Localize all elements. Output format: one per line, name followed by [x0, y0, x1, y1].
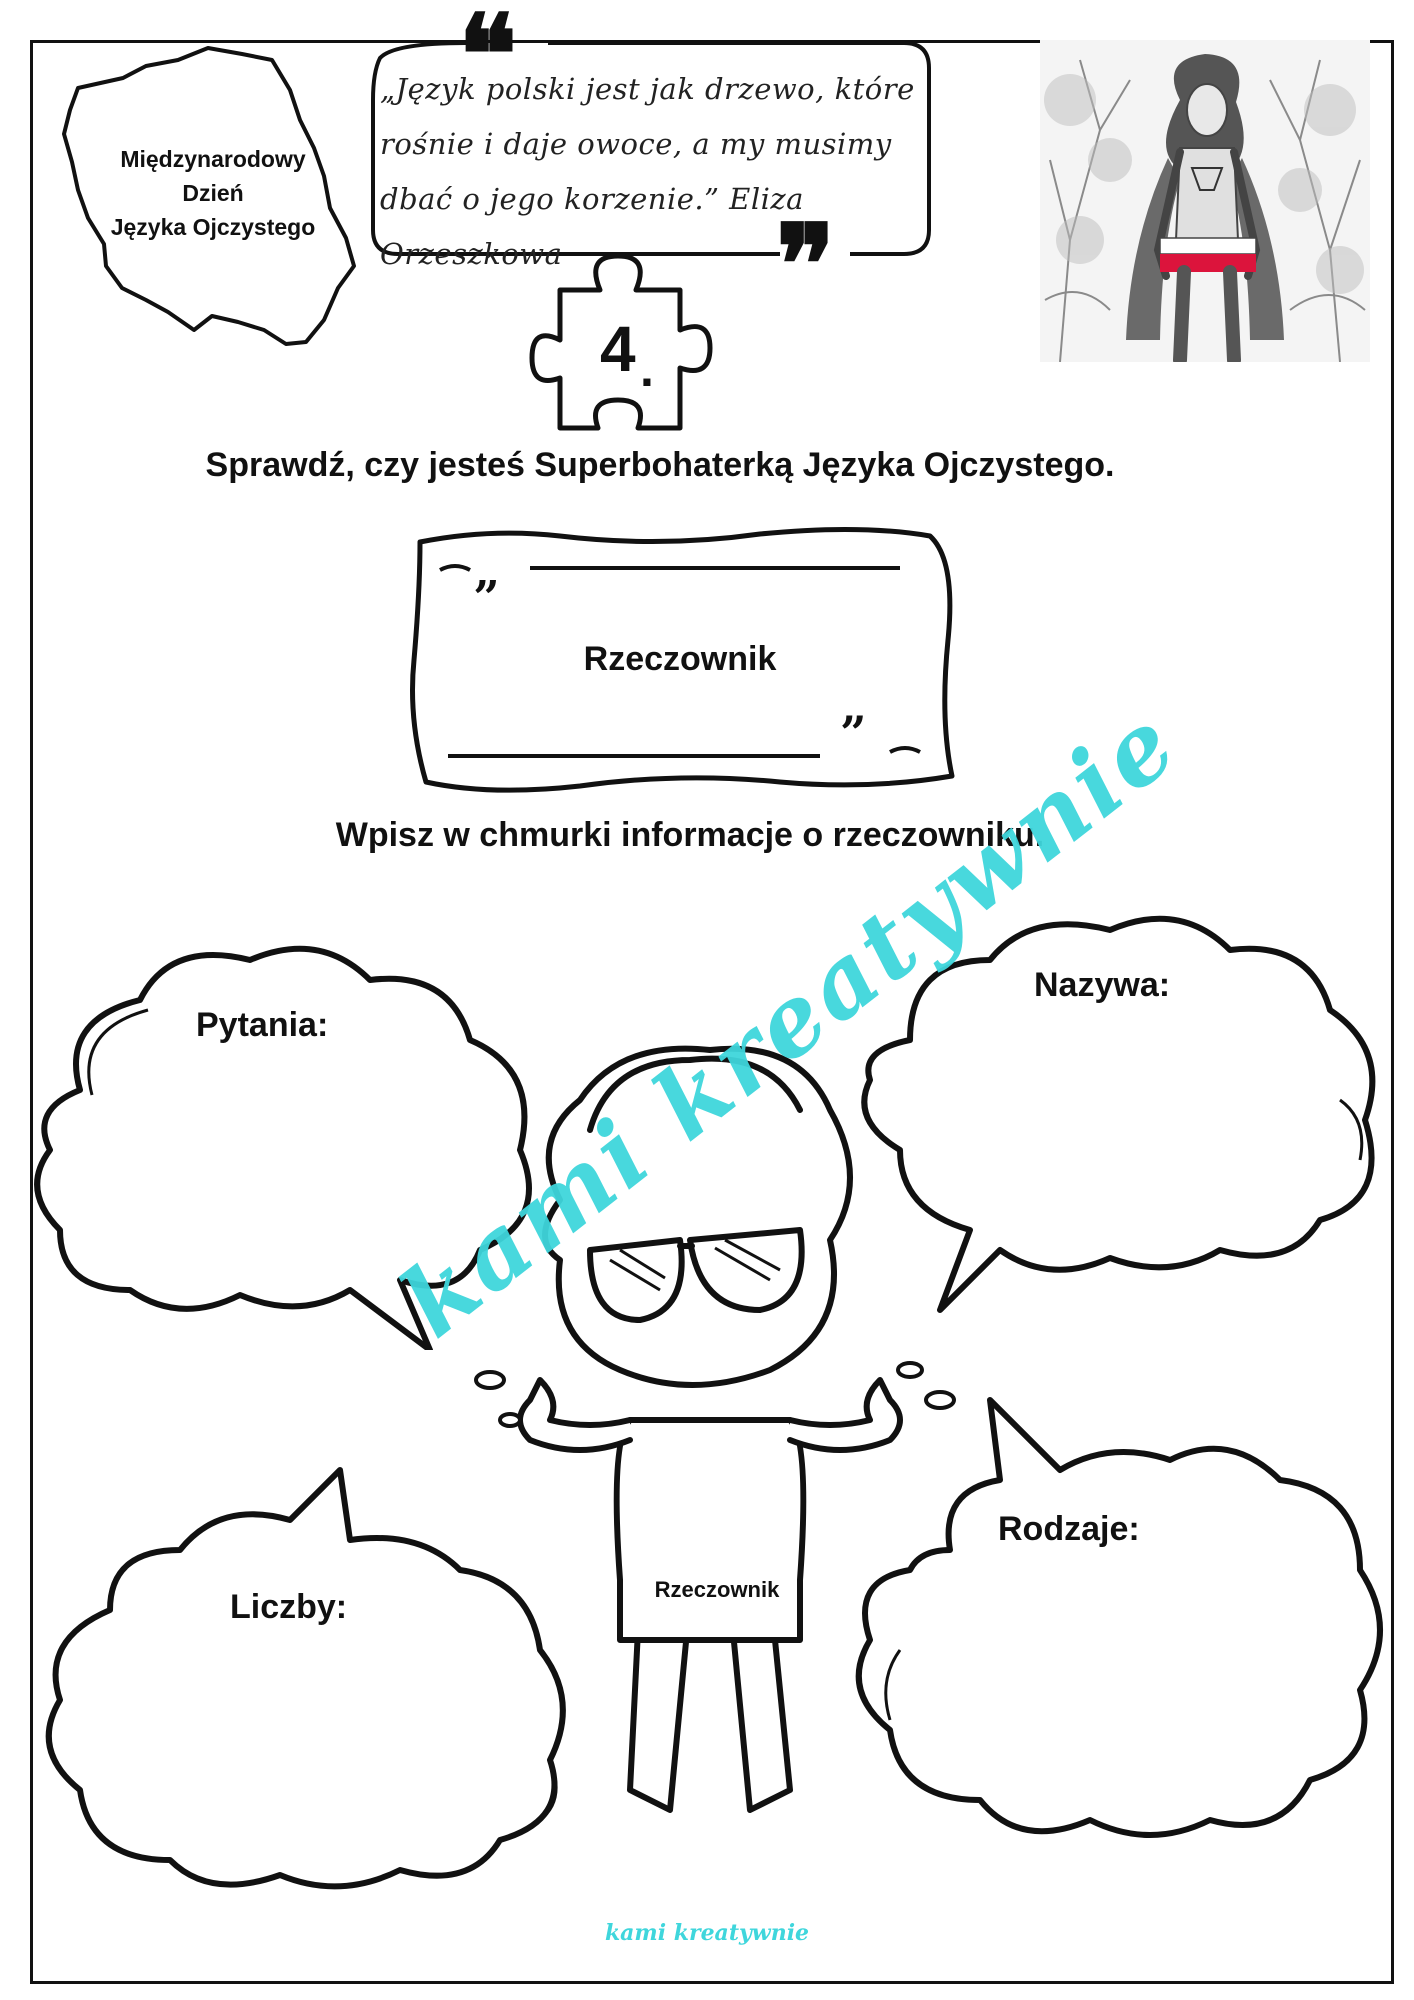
cloud-numbers-label: Liczby: [230, 1588, 348, 1626]
topic-frame-quote-close: ” [840, 706, 867, 760]
superheroine-illustration [1040, 40, 1370, 362]
country-label-line-2: Dzień [182, 180, 244, 206]
quote-box [371, 41, 931, 256]
footer-brand: kami kreatywnie [604, 1920, 810, 1946]
puzzle-piece-icon [529, 253, 713, 431]
instruction: Wpisz w chmurki informacje o rzeczowniku… [335, 816, 1045, 854]
poland-map-outline [62, 46, 356, 346]
topic-frame [410, 526, 955, 793]
quote-text: „Język polski jest jak drzewo, które roś… [380, 62, 932, 282]
shrugging-character [474, 1045, 956, 1813]
cloud-names[interactable] [820, 900, 1400, 1320]
cloud-kinds-label: Rodzaje: [998, 1510, 1140, 1548]
quote-close-mark: ❞ [776, 200, 836, 329]
quote-open-mark: ❝ [458, 0, 518, 119]
quote-line-3: dbać o jego korzenie.” Eliza Orzeszkowa [380, 182, 804, 271]
cloud-names-label: Nazywa: [1034, 966, 1171, 1004]
shirt-label: Rzeczownik [654, 1577, 780, 1602]
quote-line-1: „Język polski jest jak drzewo, które [380, 72, 915, 106]
cloud-numbers[interactable] [20, 1460, 580, 1900]
cloud-questions-label: Pytania: [196, 1006, 329, 1044]
country-day-label: Międzynarodowy Dzień Języka Ojczystego [88, 142, 338, 244]
puzzle-number: 4 [600, 313, 636, 385]
puzzle-dot: . [640, 341, 654, 397]
cloud-kinds[interactable] [830, 1380, 1400, 1860]
country-label-line-3: Języka Ojczystego [110, 214, 316, 240]
task-title: Sprawdź, czy jesteś Superbohaterką Język… [205, 446, 1115, 484]
topic-label: Rzeczownik [583, 640, 777, 678]
topic-frame-quote-open: „ [474, 544, 501, 598]
cloud-questions[interactable] [20, 930, 560, 1350]
country-label-line-1: Międzynarodowy [120, 146, 306, 172]
quote-line-2: rośnie i daje owoce, a my musimy [380, 127, 892, 161]
